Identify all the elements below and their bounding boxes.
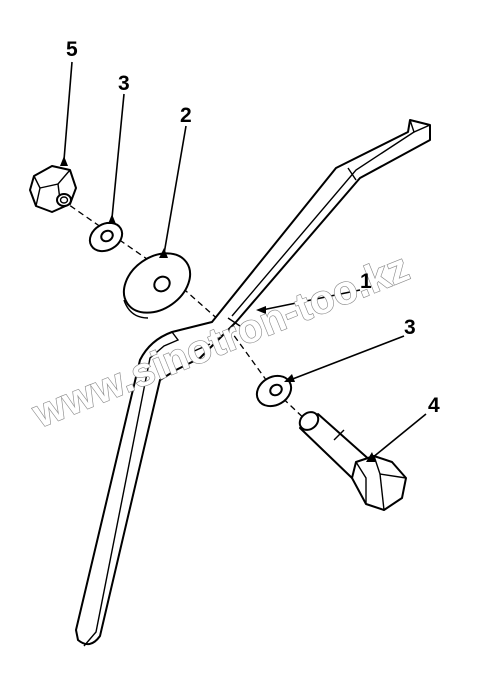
large-washer-icon (122, 252, 192, 319)
leader-line-3b (289, 335, 405, 381)
callout-4: 4 (428, 394, 440, 417)
leader-line-1 (261, 289, 361, 311)
callout-3a: 3 (118, 72, 130, 95)
leader-line-4 (371, 413, 427, 459)
callout-5: 5 (66, 38, 78, 61)
arrowhead-1 (256, 306, 266, 314)
callout-3b: 3 (404, 316, 416, 339)
leader-line-5 (63, 61, 73, 161)
small-washer-icon (88, 221, 124, 253)
leader-line-3a (111, 93, 125, 219)
bracket-icon (75, 119, 431, 647)
callout-2: 2 (180, 104, 192, 127)
leader-line-2 (163, 125, 187, 255)
watermark-text: www.sinotron-too.kz (26, 245, 416, 437)
arrowhead-5 (60, 156, 68, 166)
arrowhead-3b (284, 374, 295, 382)
arrowhead-4 (366, 452, 376, 462)
arrowhead-2 (159, 248, 168, 258)
hex-bolt-icon (298, 411, 407, 511)
callout-1: 1 (360, 270, 372, 293)
hex-nut-icon (29, 165, 77, 213)
arrowhead-3a (108, 214, 116, 224)
